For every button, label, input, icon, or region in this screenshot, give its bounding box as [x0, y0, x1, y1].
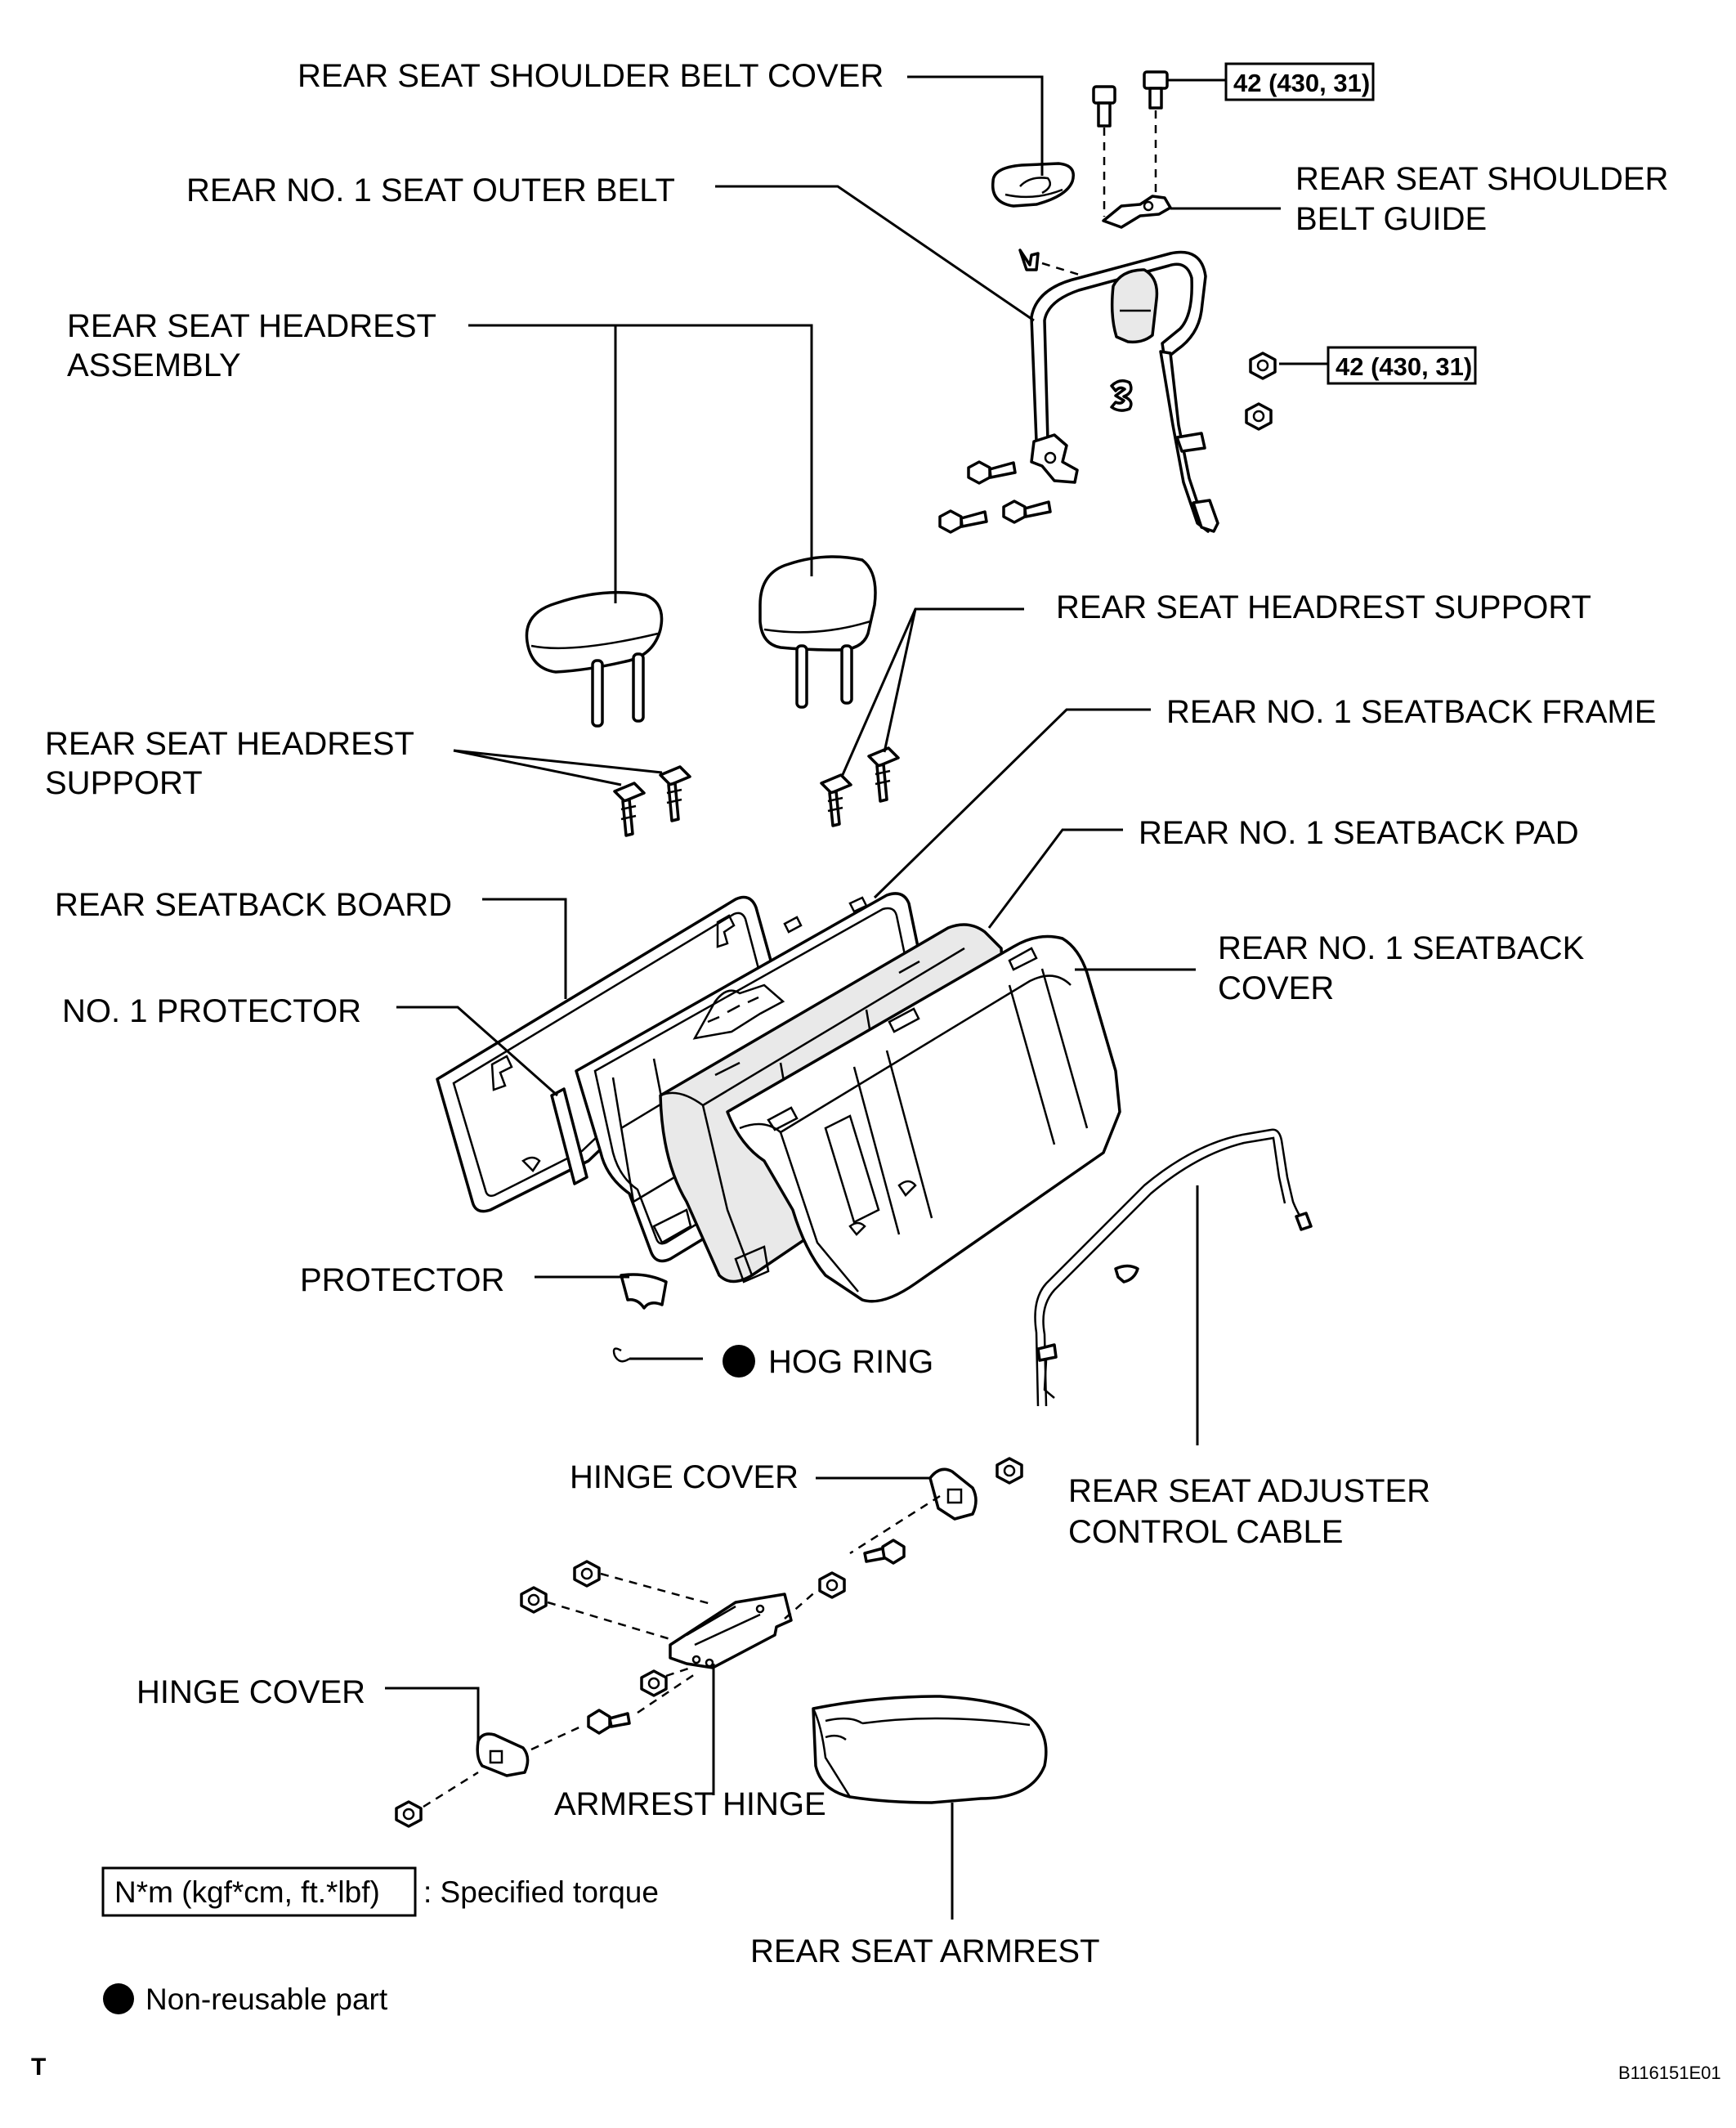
label-headrest-2: ASSEMBLY: [67, 347, 241, 383]
legend-torque-text: : Specified torque: [423, 1875, 659, 1909]
legend-nonreusable: Non-reusable part: [103, 1982, 388, 2016]
top-bolts: [1092, 70, 1169, 217]
belt-guide-part: [1102, 195, 1172, 229]
nut-upper: [1249, 352, 1277, 380]
hinge-cover-bottom-part: [476, 1723, 585, 1777]
adjuster-cable-part: [1034, 1128, 1313, 1407]
hinge-bolt-left: [587, 1673, 696, 1735]
label-adjuster-cable-1: REAR SEAT ADJUSTER: [1068, 1473, 1430, 1509]
torque-spec-middle: 42 (430, 31): [1327, 346, 1477, 385]
label-adjuster-cable-2: CONTROL CABLE: [1068, 1514, 1343, 1550]
torque-spec-top: 42 (430, 31): [1224, 62, 1375, 101]
protector-part: [620, 1273, 668, 1310]
label-headrest-support-left-2: SUPPORT: [45, 765, 203, 801]
label-no1-protector: NO. 1 PROTECTOR: [62, 993, 361, 1029]
belt-screws: [938, 460, 1052, 534]
label-headrest-support-right: REAR SEAT HEADREST SUPPORT: [1056, 589, 1591, 625]
leader-lines: [385, 75, 1328, 1920]
svg-text:42 (430, 31): 42 (430, 31): [1336, 352, 1472, 381]
headrest-supports-right: [820, 746, 900, 827]
label-seatback-board: REAR SEATBACK BOARD: [55, 887, 452, 923]
label-seatback-cover-2: COVER: [1218, 970, 1334, 1006]
hinge-nut-bottom: [395, 1771, 479, 1828]
hinge-nuts: [520, 1560, 846, 1697]
headrest-supports-left: [613, 765, 691, 837]
svg-text:42 (430, 31): 42 (430, 31): [1233, 69, 1370, 97]
label-seatback-cover-1: REAR NO. 1 SEATBACK: [1218, 930, 1585, 966]
s-clip: [1110, 379, 1133, 412]
corner-mark: T: [31, 2054, 46, 2081]
outer-belt-part: [1030, 250, 1219, 533]
label-belt-guide-2: BELT GUIDE: [1295, 201, 1487, 237]
headrest-left-part: [525, 590, 664, 728]
hinge-nut-top: [996, 1457, 1023, 1485]
label-headrest-support-left-1: REAR SEAT HEADREST: [45, 726, 414, 762]
label-belt-guide-1: REAR SEAT SHOULDER: [1295, 161, 1668, 197]
nonreusable-dot-icon: [103, 1983, 134, 2014]
legend-nonreusable-text: Non-reusable part: [145, 1982, 388, 2016]
label-hog-ring: HOG RING: [768, 1344, 933, 1380]
legend-torque: N*m (kgf*cm, ft.*lbf) : Specified torque: [101, 1866, 659, 1917]
figure-code: B116151E01: [1618, 2063, 1721, 2083]
bolt-right: [1143, 70, 1169, 196]
hog-ring-nonreusable-icon: [723, 1345, 755, 1378]
hinge-bolt-right: [849, 1494, 941, 1565]
armrest-hinge-part: [669, 1593, 793, 1669]
label-seatback-pad: REAR NO. 1 SEATBACK PAD: [1139, 815, 1579, 851]
label-outer-belt: REAR NO. 1 SEAT OUTER BELT: [186, 172, 675, 208]
label-hinge-cover-top: HINGE COVER: [570, 1459, 799, 1495]
hinge-cover-top-part: [928, 1467, 978, 1521]
shoulder-belt-cover-part: [991, 162, 1075, 208]
hog-ring-icon: [612, 1347, 703, 1363]
seatback-cover-part: [726, 934, 1121, 1303]
headrest-right-part: [758, 555, 877, 709]
label-armrest: REAR SEAT ARMREST: [750, 1933, 1100, 1969]
label-armrest-hinge: ARMREST HINGE: [554, 1786, 826, 1822]
bolt-left: [1092, 85, 1116, 217]
label-headrest-1: REAR SEAT HEADREST: [67, 308, 436, 344]
label-seatback-frame: REAR NO. 1 SEATBACK FRAME: [1166, 694, 1656, 730]
label-hinge-cover-bottom: HINGE COVER: [136, 1674, 365, 1710]
no1-protector-part: [550, 1087, 588, 1185]
label-protector: PROTECTOR: [300, 1262, 504, 1298]
legend-torque-box-text: N*m (kgf*cm, ft.*lbf): [114, 1875, 380, 1909]
label-shoulder-belt-cover: REAR SEAT SHOULDER BELT COVER: [298, 58, 884, 94]
armrest-part: [812, 1695, 1048, 1804]
nut-lower: [1245, 402, 1273, 431]
belt-nuts: [1245, 352, 1277, 431]
